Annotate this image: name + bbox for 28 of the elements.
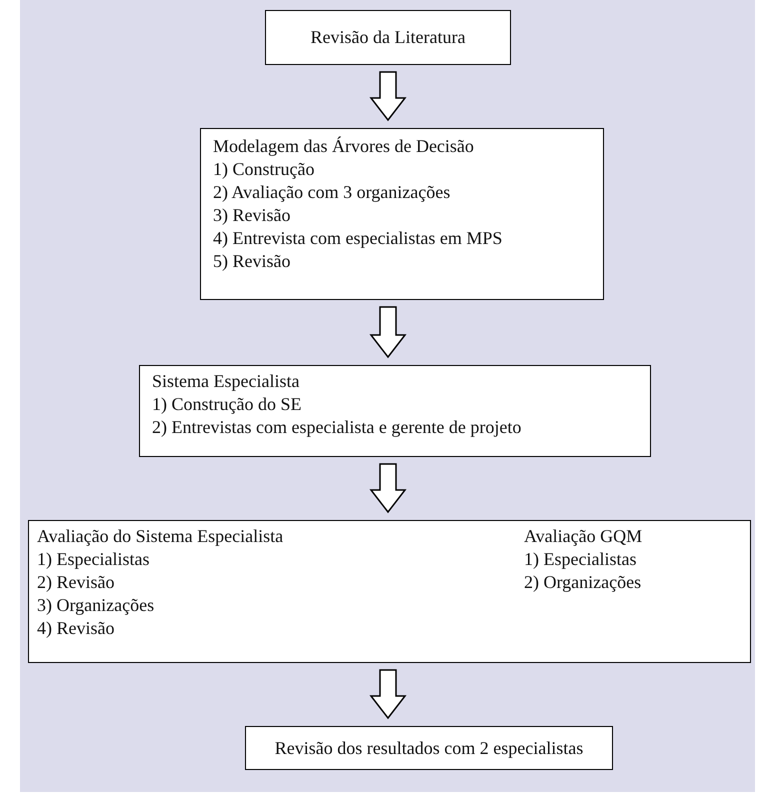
box-heading: Sistema Especialista (152, 370, 300, 393)
list-item: 1) Construção do SE (152, 393, 302, 416)
box-label: Revisão dos resultados com 2 especialistas (274, 736, 584, 760)
list-item: 4) Revisão (37, 617, 116, 640)
list-item: 1) Especialistas (37, 548, 150, 571)
list-item: 3) Organizações (37, 594, 156, 617)
process-box (265, 10, 511, 65)
block-arrow (369, 669, 407, 720)
block-arrow (369, 71, 407, 122)
process-box (245, 726, 613, 770)
list-item: 2) Organizações (524, 571, 642, 594)
block-arrow (369, 463, 407, 514)
process-box (200, 128, 604, 300)
list-item: 4) Entrevista com especialistas em MPS (213, 227, 502, 250)
box-heading: Avaliação do Sistema Especialista (37, 525, 284, 548)
list-item: 5) Revisão (213, 250, 292, 273)
list-item: 1) Construção (213, 158, 316, 181)
list-item: 2) Avaliação com 3 organizações (213, 181, 452, 204)
process-box (28, 520, 751, 663)
block-arrow (369, 306, 407, 358)
list-item: 2) Revisão (37, 571, 116, 594)
box-heading: Modelagem das Árvores de Decisão (213, 135, 475, 158)
list-item: 1) Especialistas (524, 548, 638, 571)
process-box (139, 365, 651, 457)
box-heading: Avaliação GQM (524, 525, 642, 548)
list-item: 3) Revisão (213, 204, 292, 227)
box-label: Revisão da Literatura (310, 26, 466, 49)
list-item: 2) Entrevistas com especialista e gerente de projeto (152, 416, 522, 439)
